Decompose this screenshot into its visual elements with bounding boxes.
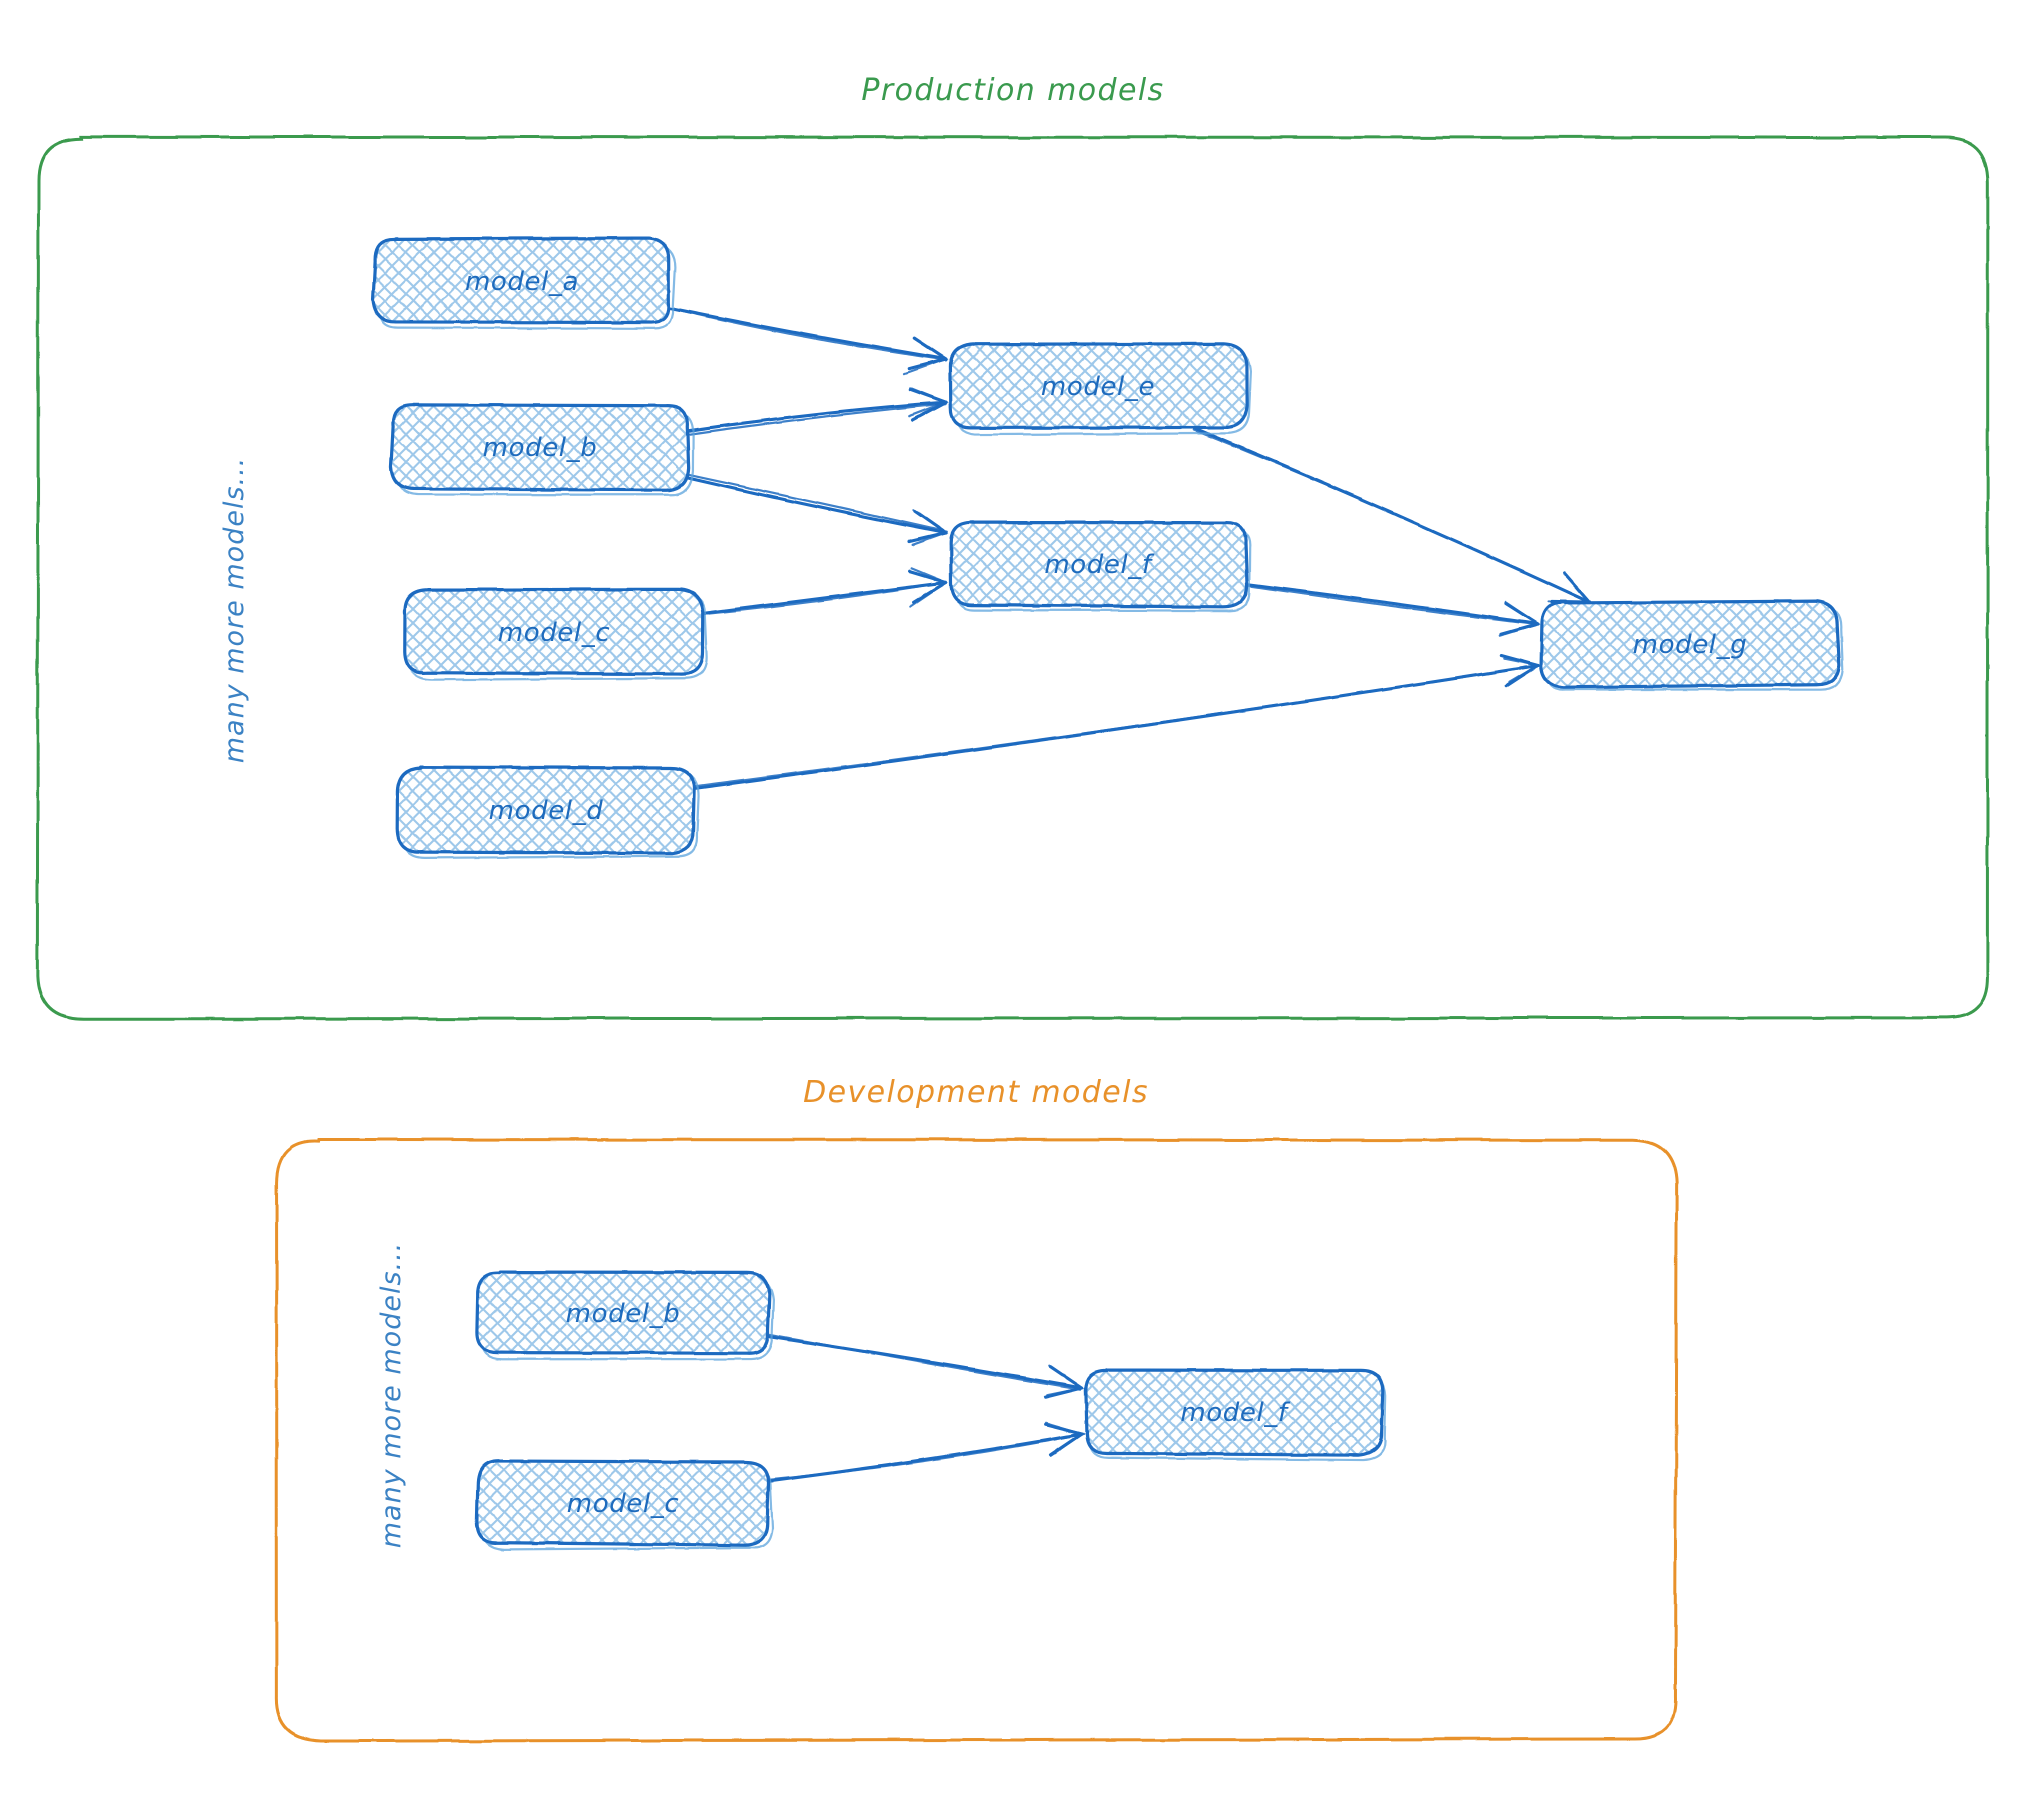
- node-label: model_b: [566, 1299, 681, 1329]
- group-container-development: [275, 1137, 1679, 1743]
- group-title-development: Development models: [803, 1075, 1149, 1110]
- node-box: [395, 765, 696, 855]
- node-label: model_f: [1180, 1398, 1291, 1428]
- edge-model_b-to-model_e: [686, 386, 950, 436]
- node-model_a[interactable]: model_a: [371, 236, 677, 330]
- node-dev_model_f[interactable]: model_f: [1084, 1368, 1387, 1462]
- edge-model_d-to-model_g: [692, 653, 1542, 791]
- node-box: [948, 342, 1249, 430]
- node-box: [475, 1459, 771, 1547]
- edge-model_a-to-model_e: [667, 306, 949, 375]
- group-title-production: Production models: [861, 73, 1164, 108]
- node-model_f[interactable]: model_f: [949, 520, 1251, 612]
- edge-model_e-to-model_g: [1192, 426, 1593, 605]
- node-model_g[interactable]: model_g: [1539, 599, 1844, 691]
- node-dev_model_c[interactable]: model_c: [475, 1459, 774, 1551]
- node-box: [1539, 599, 1841, 689]
- node-model_d[interactable]: model_d: [395, 765, 700, 859]
- node-box: [949, 520, 1249, 609]
- node-box: [475, 1270, 771, 1355]
- edge-model_b-to-model_f: [686, 473, 949, 546]
- edge-model_f-to-model_g: [1242, 582, 1541, 637]
- group-container-production: [35, 135, 1990, 1021]
- edge-dev_model_c-to-dev_model_f: [764, 1422, 1086, 1483]
- node-label: model_d: [489, 796, 604, 826]
- node-label: model_g: [1633, 630, 1748, 660]
- node-label: model_c: [498, 618, 610, 648]
- node-box: [403, 587, 705, 676]
- side-label-development: many more models...: [376, 1242, 407, 1549]
- node-label: model_b: [483, 433, 598, 463]
- edge-dev_model_b-to-dev_model_f: [766, 1333, 1085, 1399]
- node-model_b[interactable]: model_b: [389, 403, 695, 496]
- side-label-production: many more models...: [219, 457, 250, 764]
- node-model_e[interactable]: model_e: [948, 342, 1253, 436]
- node-label: model_c: [567, 1489, 679, 1519]
- node-box: [371, 236, 671, 325]
- node-box: [389, 403, 691, 492]
- node-model_c[interactable]: model_c: [403, 587, 708, 681]
- node-box: [1084, 1368, 1385, 1457]
- node-label: model_a: [465, 267, 579, 297]
- node-label: model_f: [1044, 550, 1155, 580]
- node-label: model_e: [1041, 372, 1155, 402]
- edge-model_c-to-model_f: [699, 567, 949, 616]
- node-dev_model_b[interactable]: model_b: [475, 1270, 775, 1361]
